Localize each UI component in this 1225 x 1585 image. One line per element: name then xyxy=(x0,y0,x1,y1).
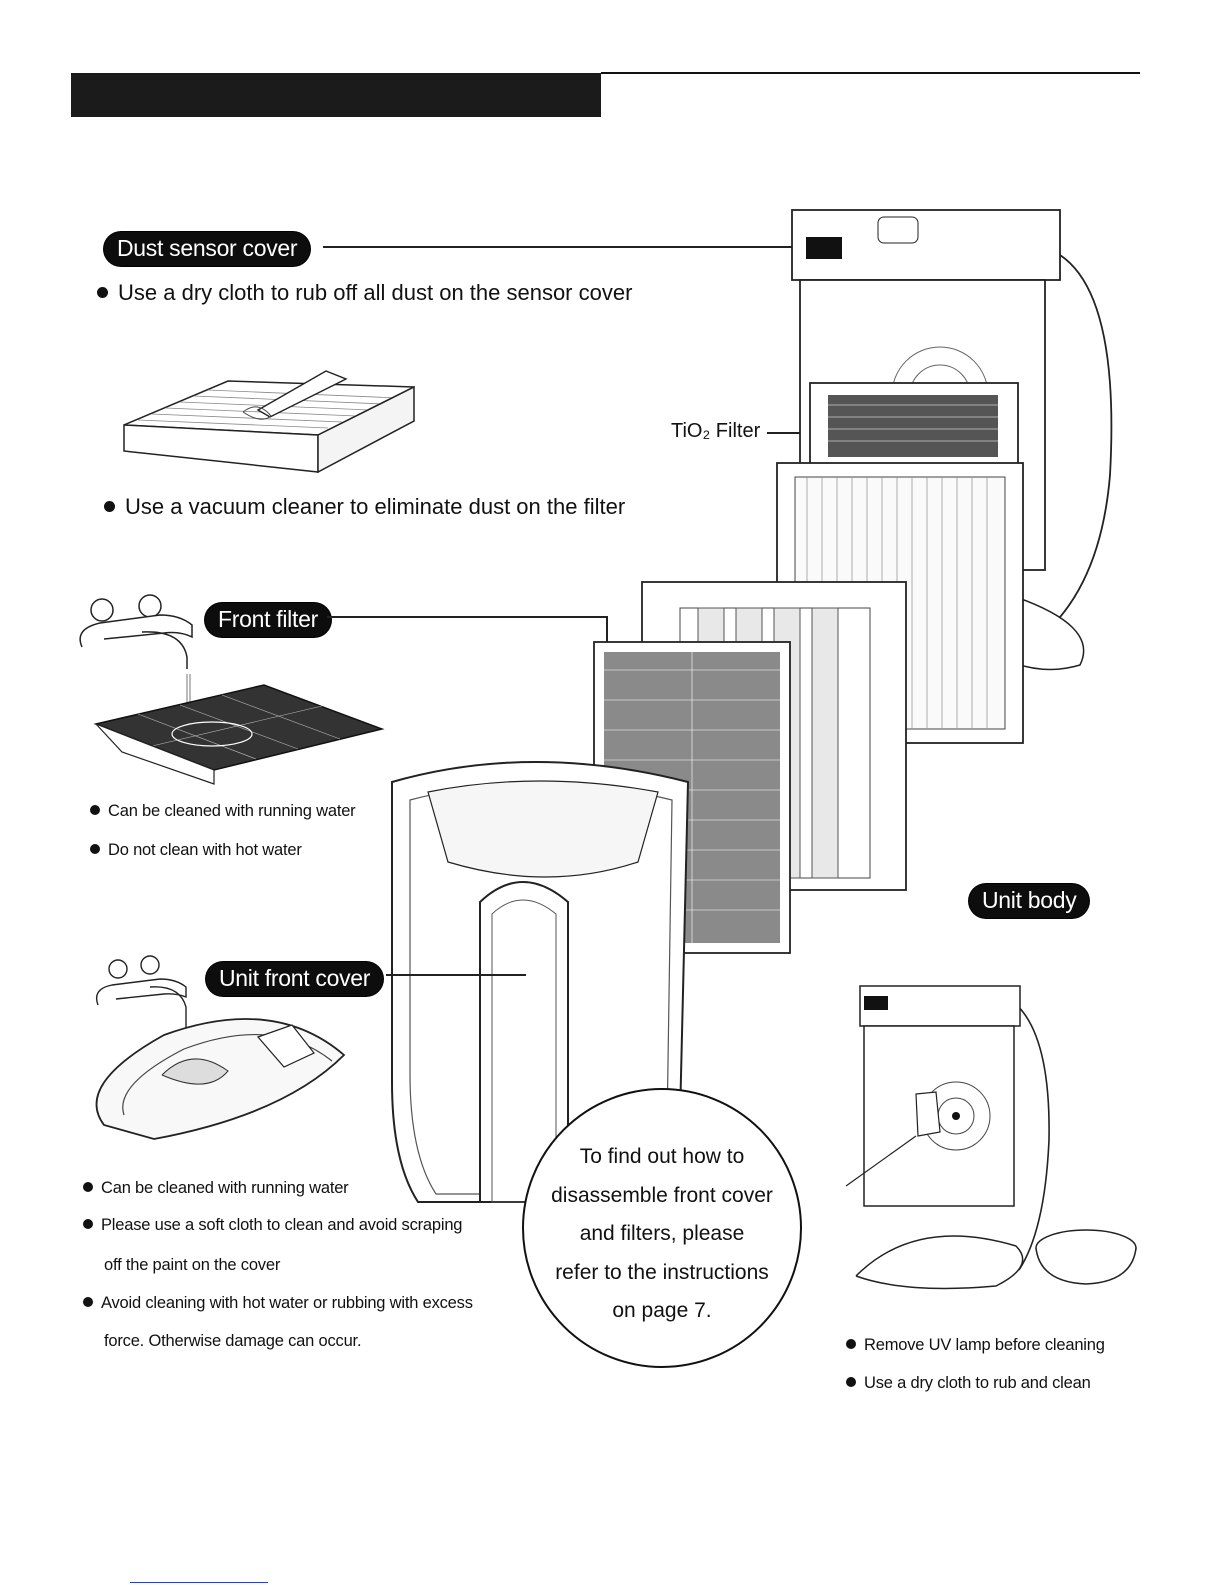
unit-front-cover-label: Unit front cover xyxy=(206,962,384,996)
bullet-icon xyxy=(83,1181,93,1192)
tio2-leader-line xyxy=(767,432,812,434)
unit-body-label: Unit body xyxy=(969,884,1090,918)
front-cover-note-2-cont: off the paint on the cover xyxy=(104,1256,281,1274)
front-cover-note-3: Avoid cleaning with hot water or rubbing… xyxy=(83,1294,473,1313)
unit-body-note-1: Remove UV lamp before cleaning xyxy=(846,1336,1105,1355)
disassembly-callout: To find out how to disassemble front cov… xyxy=(522,1088,802,1368)
unit-front-cover-leader-line xyxy=(386,974,526,976)
section-header-bar xyxy=(71,73,601,117)
front-filter-leader-drop xyxy=(606,616,608,646)
front-filter-label: Front filter xyxy=(205,603,331,637)
faucet-filter-illustration xyxy=(79,594,385,785)
faucet-cover-illustration xyxy=(95,955,346,1140)
bullet-icon xyxy=(90,843,100,854)
unit-body-cleaning-illustration xyxy=(845,985,1137,1290)
front-filter-leader-line xyxy=(327,616,607,618)
callout-text: To find out how to disassemble front cov… xyxy=(551,1145,773,1322)
dust-sensor-leader-line xyxy=(323,246,793,248)
unit-body-note-2: Use a dry cloth to rub and clean xyxy=(846,1374,1091,1393)
bullet-icon xyxy=(97,286,108,298)
dust-sensor-cover-label: Dust sensor cover xyxy=(104,232,311,266)
bullet-icon xyxy=(83,1218,93,1229)
bullet-icon xyxy=(846,1338,856,1349)
tio2-filter-illustration xyxy=(809,382,1019,470)
bullet-icon xyxy=(846,1376,856,1387)
filter-cleaning-illustration xyxy=(123,370,415,474)
footer-link-underline[interactable] xyxy=(130,1582,268,1583)
front-cover-note-1: Can be cleaned with running water xyxy=(83,1179,349,1198)
vacuum-instruction: Use a vacuum cleaner to eliminate dust o… xyxy=(104,494,625,520)
dust-sensor-instruction: Use a dry cloth to rub off all dust on t… xyxy=(97,280,632,306)
front-filter-note-2: Do not clean with hot water xyxy=(90,841,302,860)
header-rule xyxy=(601,72,1140,74)
bullet-icon xyxy=(104,500,115,512)
front-cover-illustration xyxy=(391,761,690,1203)
bullet-icon xyxy=(90,804,100,815)
tio2-filter-label: TiO₂ Filter xyxy=(671,420,761,442)
front-cover-note-3-cont: force. Otherwise damage can occur. xyxy=(104,1332,362,1350)
bullet-icon xyxy=(83,1296,93,1307)
front-cover-note-2: Please use a soft cloth to clean and avo… xyxy=(83,1216,462,1235)
front-filter-note-1: Can be cleaned with running water xyxy=(90,802,356,821)
